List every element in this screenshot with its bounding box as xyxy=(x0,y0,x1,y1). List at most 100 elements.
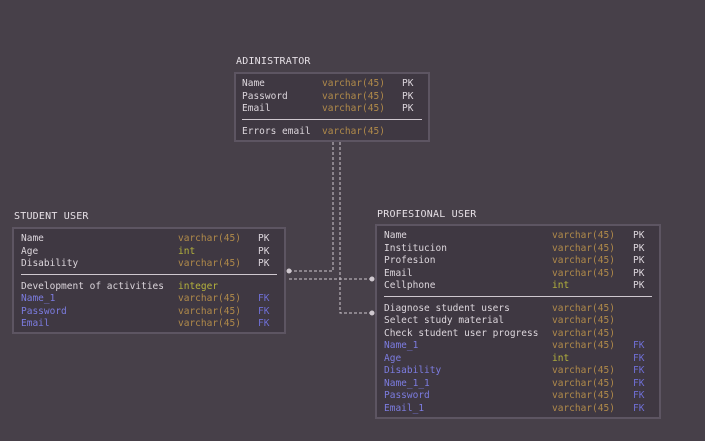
field-name: Disability xyxy=(384,365,442,376)
primary-key-badge: PK xyxy=(402,90,414,102)
foreign-key-badge: FK xyxy=(258,305,270,317)
foreign-key-badge: FK xyxy=(633,390,645,401)
field-type: integer xyxy=(178,280,219,292)
field-type: int xyxy=(178,245,196,257)
connector-admin-prof xyxy=(339,142,372,314)
field-name: Diagnose student users xyxy=(384,302,510,314)
table-row[interactable]: Check student user progress varchar(45) xyxy=(377,328,659,340)
table-divider xyxy=(384,295,652,297)
connector-endpoint xyxy=(369,310,375,316)
table-row[interactable]: Diagnose student users varchar(45) xyxy=(377,303,659,315)
field-name: Errors email xyxy=(242,125,311,137)
field-type: varchar(45) xyxy=(322,103,385,114)
table-row[interactable]: Password varchar(45) PK xyxy=(236,91,428,103)
field-name: Name xyxy=(242,78,265,89)
primary-key-badge: PK xyxy=(633,230,645,241)
table-divider xyxy=(242,118,422,120)
table-row[interactable]: Password varchar(45) FK xyxy=(14,306,284,318)
field-name: Age xyxy=(384,352,402,364)
connector-endpoint xyxy=(369,276,375,282)
field-name: Email xyxy=(242,103,271,114)
foreign-key-badge: FK xyxy=(258,318,270,329)
field-type: int xyxy=(552,352,570,364)
primary-key-badge: PK xyxy=(402,103,414,114)
table-row[interactable]: Name_1 varchar(45) FK xyxy=(377,340,659,352)
field-name: Name_1 xyxy=(384,340,419,351)
table-row[interactable]: Errors email varchar(45) xyxy=(236,126,428,138)
primary-key-badge: PK xyxy=(633,267,645,279)
table-row[interactable]: Password varchar(45) FK xyxy=(377,390,659,402)
table-row[interactable]: Development of activities integer xyxy=(14,281,284,293)
field-type: varchar(45) xyxy=(552,315,615,326)
field-name: Name xyxy=(21,233,44,244)
field-type: varchar(45) xyxy=(552,340,615,351)
field-type: varchar(45) xyxy=(178,233,241,244)
field-type: varchar(45) xyxy=(178,305,241,317)
table-title-student: STUDENT USER xyxy=(14,211,89,222)
field-name: Password xyxy=(384,390,430,401)
field-type: varchar(45) xyxy=(178,293,241,304)
field-name: Email xyxy=(21,318,50,329)
field-name: Name_1_1 xyxy=(384,377,430,389)
field-type: varchar(45) xyxy=(178,318,241,329)
field-type: varchar(45) xyxy=(552,230,615,241)
primary-key-badge: PK xyxy=(633,255,645,266)
field-name: Password xyxy=(242,90,288,102)
field-type: varchar(45) xyxy=(552,390,615,401)
table-row[interactable]: Name varchar(45) PK xyxy=(236,78,428,90)
foreign-key-badge: FK xyxy=(633,352,645,364)
table-row[interactable]: Email varchar(45) FK xyxy=(14,318,284,330)
table-title-prof: PROFESIONAL USER xyxy=(377,209,477,220)
field-type: varchar(45) xyxy=(552,327,615,339)
foreign-key-badge: FK xyxy=(633,402,645,414)
table-row[interactable]: Age int PK xyxy=(14,246,284,258)
foreign-key-badge: FK xyxy=(633,377,645,389)
primary-key-badge: PK xyxy=(633,280,645,291)
primary-key-badge: PK xyxy=(402,78,414,89)
field-type: varchar(45) xyxy=(322,78,385,89)
table-row[interactable]: Disability varchar(45) PK xyxy=(14,258,284,270)
primary-key-badge: PK xyxy=(633,242,645,254)
field-name: Age xyxy=(21,245,39,257)
foreign-key-badge: FK xyxy=(258,293,270,304)
field-name: Select study material xyxy=(384,315,505,326)
field-name: Email xyxy=(384,267,413,279)
field-name: Institucion xyxy=(384,242,447,254)
field-name: Password xyxy=(21,305,67,317)
field-name: Check student user progress xyxy=(384,327,539,339)
field-type: varchar(45) xyxy=(552,365,615,376)
field-name: Name_1 xyxy=(21,293,56,304)
primary-key-badge: PK xyxy=(258,245,270,257)
table-row[interactable]: Disability varchar(45) FK xyxy=(377,365,659,377)
field-type: varchar(45) xyxy=(322,90,385,102)
table-row[interactable]: Name_1 varchar(45) FK xyxy=(14,293,284,305)
table-row[interactable]: Email varchar(45) PK xyxy=(377,268,659,280)
table-row[interactable]: Age int FK xyxy=(377,353,659,365)
field-name: Development of activities xyxy=(21,280,164,292)
field-type: varchar(45) xyxy=(552,267,615,279)
table-row[interactable]: Email varchar(45) PK xyxy=(236,103,428,115)
field-type: varchar(45) xyxy=(178,258,241,269)
foreign-key-badge: FK xyxy=(633,365,645,376)
table-row[interactable]: Email_1 varchar(45) FK xyxy=(377,403,659,415)
table-row[interactable]: Select study material varchar(45) xyxy=(377,315,659,327)
field-type: varchar(45) xyxy=(322,125,385,137)
foreign-key-badge: FK xyxy=(633,340,645,351)
field-name: Email_1 xyxy=(384,402,425,414)
table-row[interactable]: Name varchar(45) PK xyxy=(377,230,659,242)
field-type: varchar(45) xyxy=(552,302,615,314)
field-name: Name xyxy=(384,230,407,241)
field-name: Disability xyxy=(21,258,79,269)
table-divider xyxy=(21,273,277,275)
primary-key-badge: PK xyxy=(258,258,270,269)
field-type: varchar(45) xyxy=(552,402,615,414)
